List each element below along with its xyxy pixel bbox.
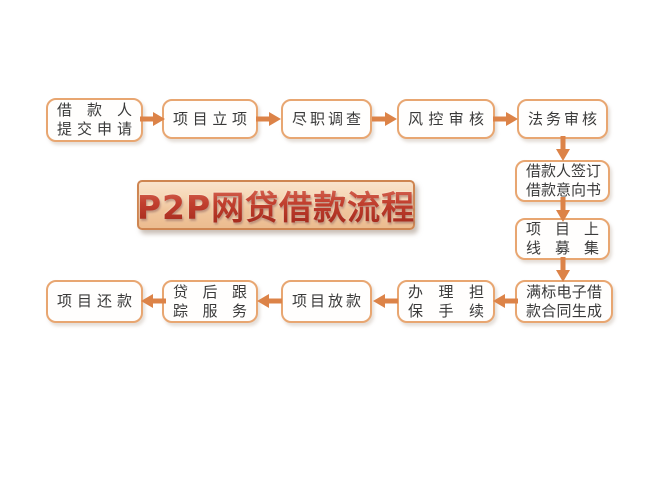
node-label: 贷后跟 <box>173 282 247 301</box>
node-label: 法务审核 <box>528 109 597 128</box>
node-label: 保手续 <box>408 301 484 320</box>
arrow-left-icon <box>141 294 166 308</box>
node-label: 项目上 <box>526 220 599 238</box>
flow-node-loan-disbursement: 项目放款 <box>281 280 372 323</box>
node-label: 借款人 <box>57 101 132 119</box>
arrow-down-icon <box>556 257 570 282</box>
flow-node-project-initiation: 项目立项 <box>162 99 258 139</box>
flow-node-risk-control-review: 风控审核 <box>397 99 495 139</box>
flow-node-launch-fundraising: 项目上 线募集 <box>515 218 610 260</box>
flow-node-due-diligence: 尽职调查 <box>281 99 372 139</box>
arrow-down-icon <box>556 197 570 222</box>
diagram-title: P2P网贷借款流程 <box>137 181 415 229</box>
node-label: 借款意向书 <box>526 181 602 199</box>
arrow-left-icon <box>493 294 518 308</box>
flow-node-contract-generated: 满标电子借 款合同生成 <box>515 280 613 323</box>
flow-node-project-repayment: 项目还款 <box>46 280 143 323</box>
node-label: 款合同生成 <box>526 301 602 320</box>
node-label: 项目放款 <box>292 292 361 310</box>
arrow-right-icon <box>140 112 165 126</box>
arrow-right-icon <box>372 112 397 126</box>
arrow-right-icon <box>493 112 518 126</box>
node-label: 办理担 <box>408 282 484 301</box>
node-label: 项目立项 <box>173 109 247 128</box>
node-label: 项目还款 <box>57 292 132 310</box>
diagram-title-plate: P2P网贷借款流程 <box>137 180 415 230</box>
node-label: 满标电子借 <box>526 282 602 301</box>
flow-node-borrower-apply: 借款人 提交申请 <box>46 98 143 142</box>
arrow-left-icon <box>257 294 282 308</box>
flow-node-sign-loan-intent: 借款人签订 借款意向书 <box>515 160 610 202</box>
node-label: 风控审核 <box>408 109 484 128</box>
node-label: 借款人签订 <box>526 162 602 180</box>
arrow-left-icon <box>373 294 398 308</box>
node-label: 提交申请 <box>57 120 132 138</box>
arrow-down-icon <box>556 136 570 161</box>
flow-node-post-loan-tracking: 贷后跟 踪服务 <box>162 280 258 323</box>
node-label: 尽职调查 <box>292 109 361 128</box>
arrow-right-icon <box>256 112 281 126</box>
flow-node-guarantee-procedures: 办理担 保手续 <box>397 280 495 323</box>
node-label: 踪服务 <box>173 301 247 320</box>
flow-node-legal-review: 法务审核 <box>517 99 608 139</box>
node-label: 线募集 <box>526 239 599 257</box>
